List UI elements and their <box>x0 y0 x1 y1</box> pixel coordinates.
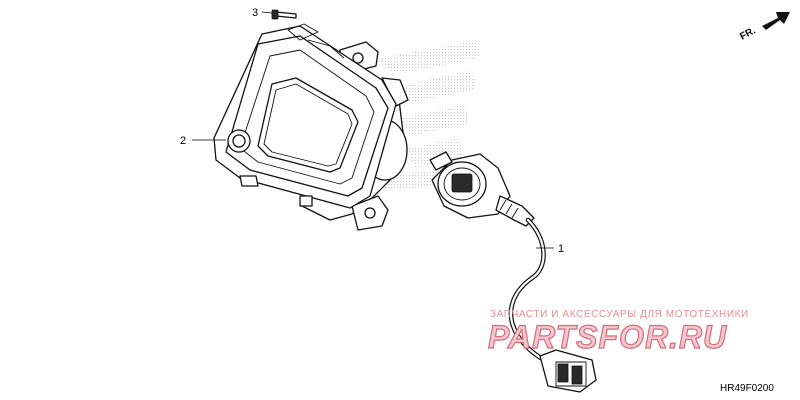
callout-2: 2 <box>180 135 226 147</box>
front-arrow-icon <box>762 12 790 30</box>
watermark-logo: PARTSFOR.RU <box>488 319 727 355</box>
callout-3: 3 <box>252 7 273 19</box>
callout-1: 1 <box>536 243 564 255</box>
screw-part <box>271 9 297 20</box>
callout-3-label: 3 <box>252 7 258 19</box>
front-direction-indicator: FR. <box>738 12 790 43</box>
callout-1-label: 1 <box>558 243 564 255</box>
wire-harness-part <box>429 151 597 393</box>
control-unit-housing <box>213 23 409 231</box>
watermark-tagline: ЗАПЧАСТИ И АКСЕССУАРЫ ДЛЯ МОТОТЕХНИКИ <box>490 309 749 320</box>
callout-2-label: 2 <box>180 135 186 147</box>
front-direction-label: FR. <box>738 25 758 42</box>
site-watermark: ЗАПЧАСТИ И АКСЕССУАРЫ ДЛЯ МОТОТЕХНИКИ PA… <box>487 309 749 356</box>
figure-code: HR49F0200 <box>720 383 774 394</box>
